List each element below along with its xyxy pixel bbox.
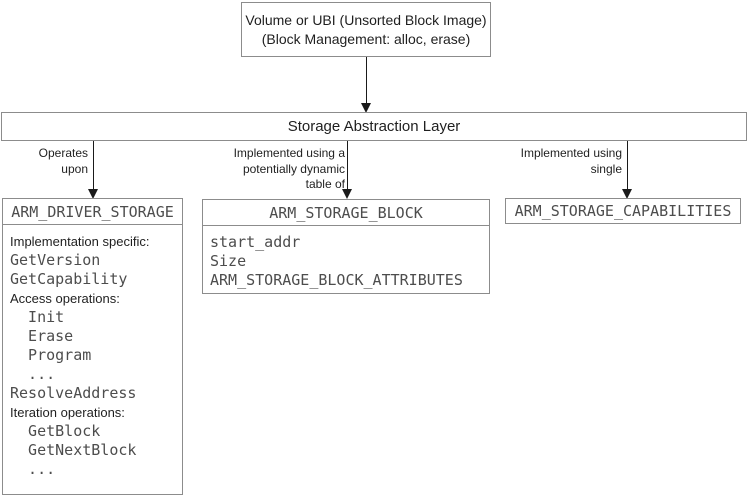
driver-line: GetVersion bbox=[10, 251, 101, 269]
driver-line: ... bbox=[10, 365, 56, 383]
edge-label-implemented-single: Implemented using single bbox=[521, 146, 622, 177]
driver-line: GetBlock bbox=[10, 422, 101, 440]
connector-layer-to-block bbox=[347, 141, 348, 190]
arm-storage-capabilities-title: ARM_STORAGE_CAPABILITIES bbox=[514, 202, 732, 220]
storage-abstraction-layer-box: Storage Abstraction Layer bbox=[1, 112, 747, 141]
driver-line: GetNextBlock bbox=[10, 441, 137, 459]
block-line: start_addr bbox=[210, 233, 301, 251]
volume-ubi-line-2: (Block Management: alloc, erase) bbox=[261, 30, 471, 47]
volume-ubi-box: Volume or UBI (Unsorted Block Image) (Bl… bbox=[241, 2, 491, 57]
arm-storage-block-box: ARM_STORAGE_BLOCK start_addr Size ARM_ST… bbox=[202, 199, 490, 294]
edge-label-line: potentially dynamic bbox=[242, 161, 345, 176]
connector-volume-to-layer bbox=[366, 57, 367, 104]
volume-ubi-line-1: Volume or UBI (Unsorted Block Image) bbox=[245, 11, 487, 28]
arm-storage-block-title: ARM_STORAGE_BLOCK bbox=[203, 200, 489, 226]
edge-label-line: Operates bbox=[38, 146, 88, 160]
driver-line: Erase bbox=[10, 327, 74, 345]
arrowhead-down-icon bbox=[361, 103, 371, 113]
edge-label-line: Implemented using bbox=[520, 146, 622, 160]
arm-driver-storage-box: ARM_DRIVER_STORAGE Implementation specif… bbox=[2, 198, 183, 495]
arrowhead-down-icon bbox=[342, 189, 352, 199]
edge-label-line: upon bbox=[61, 161, 88, 176]
driver-line: Access operations: bbox=[10, 291, 120, 306]
driver-line: Program bbox=[10, 346, 92, 364]
driver-line: ... bbox=[10, 460, 56, 478]
arm-storage-capabilities-box: ARM_STORAGE_CAPABILITIES bbox=[505, 198, 741, 224]
edge-label-dynamic-table: Implemented using a potentially dynamic … bbox=[234, 146, 345, 193]
arrowhead-down-icon bbox=[88, 189, 98, 199]
arm-storage-block-body: start_addr Size ARM_STORAGE_BLOCK_ATTRIB… bbox=[203, 226, 489, 290]
block-line: ARM_STORAGE_BLOCK_ATTRIBUTES bbox=[210, 271, 463, 289]
driver-line: GetCapability bbox=[10, 270, 128, 288]
connector-layer-to-capabilities bbox=[627, 141, 628, 190]
storage-abstraction-layer-label: Storage Abstraction Layer bbox=[287, 118, 461, 135]
edge-label-line: single bbox=[590, 161, 622, 176]
driver-line: Iteration operations: bbox=[10, 405, 125, 420]
edge-label-line: table of bbox=[305, 177, 345, 191]
block-line: Size bbox=[210, 252, 247, 270]
driver-line: Implementation specific: bbox=[10, 234, 150, 249]
arm-driver-storage-title: ARM_DRIVER_STORAGE bbox=[3, 199, 182, 225]
connector-layer-to-driver bbox=[93, 141, 94, 190]
arm-driver-storage-body: Implementation specific: GetVersion GetC… bbox=[3, 225, 182, 479]
arrowhead-down-icon bbox=[622, 189, 632, 199]
edge-label-operates-upon: Operates upon bbox=[39, 146, 88, 177]
driver-line: Init bbox=[10, 308, 65, 326]
driver-line: ResolveAddress bbox=[10, 384, 137, 402]
edge-label-line: Implemented using a bbox=[233, 146, 345, 160]
